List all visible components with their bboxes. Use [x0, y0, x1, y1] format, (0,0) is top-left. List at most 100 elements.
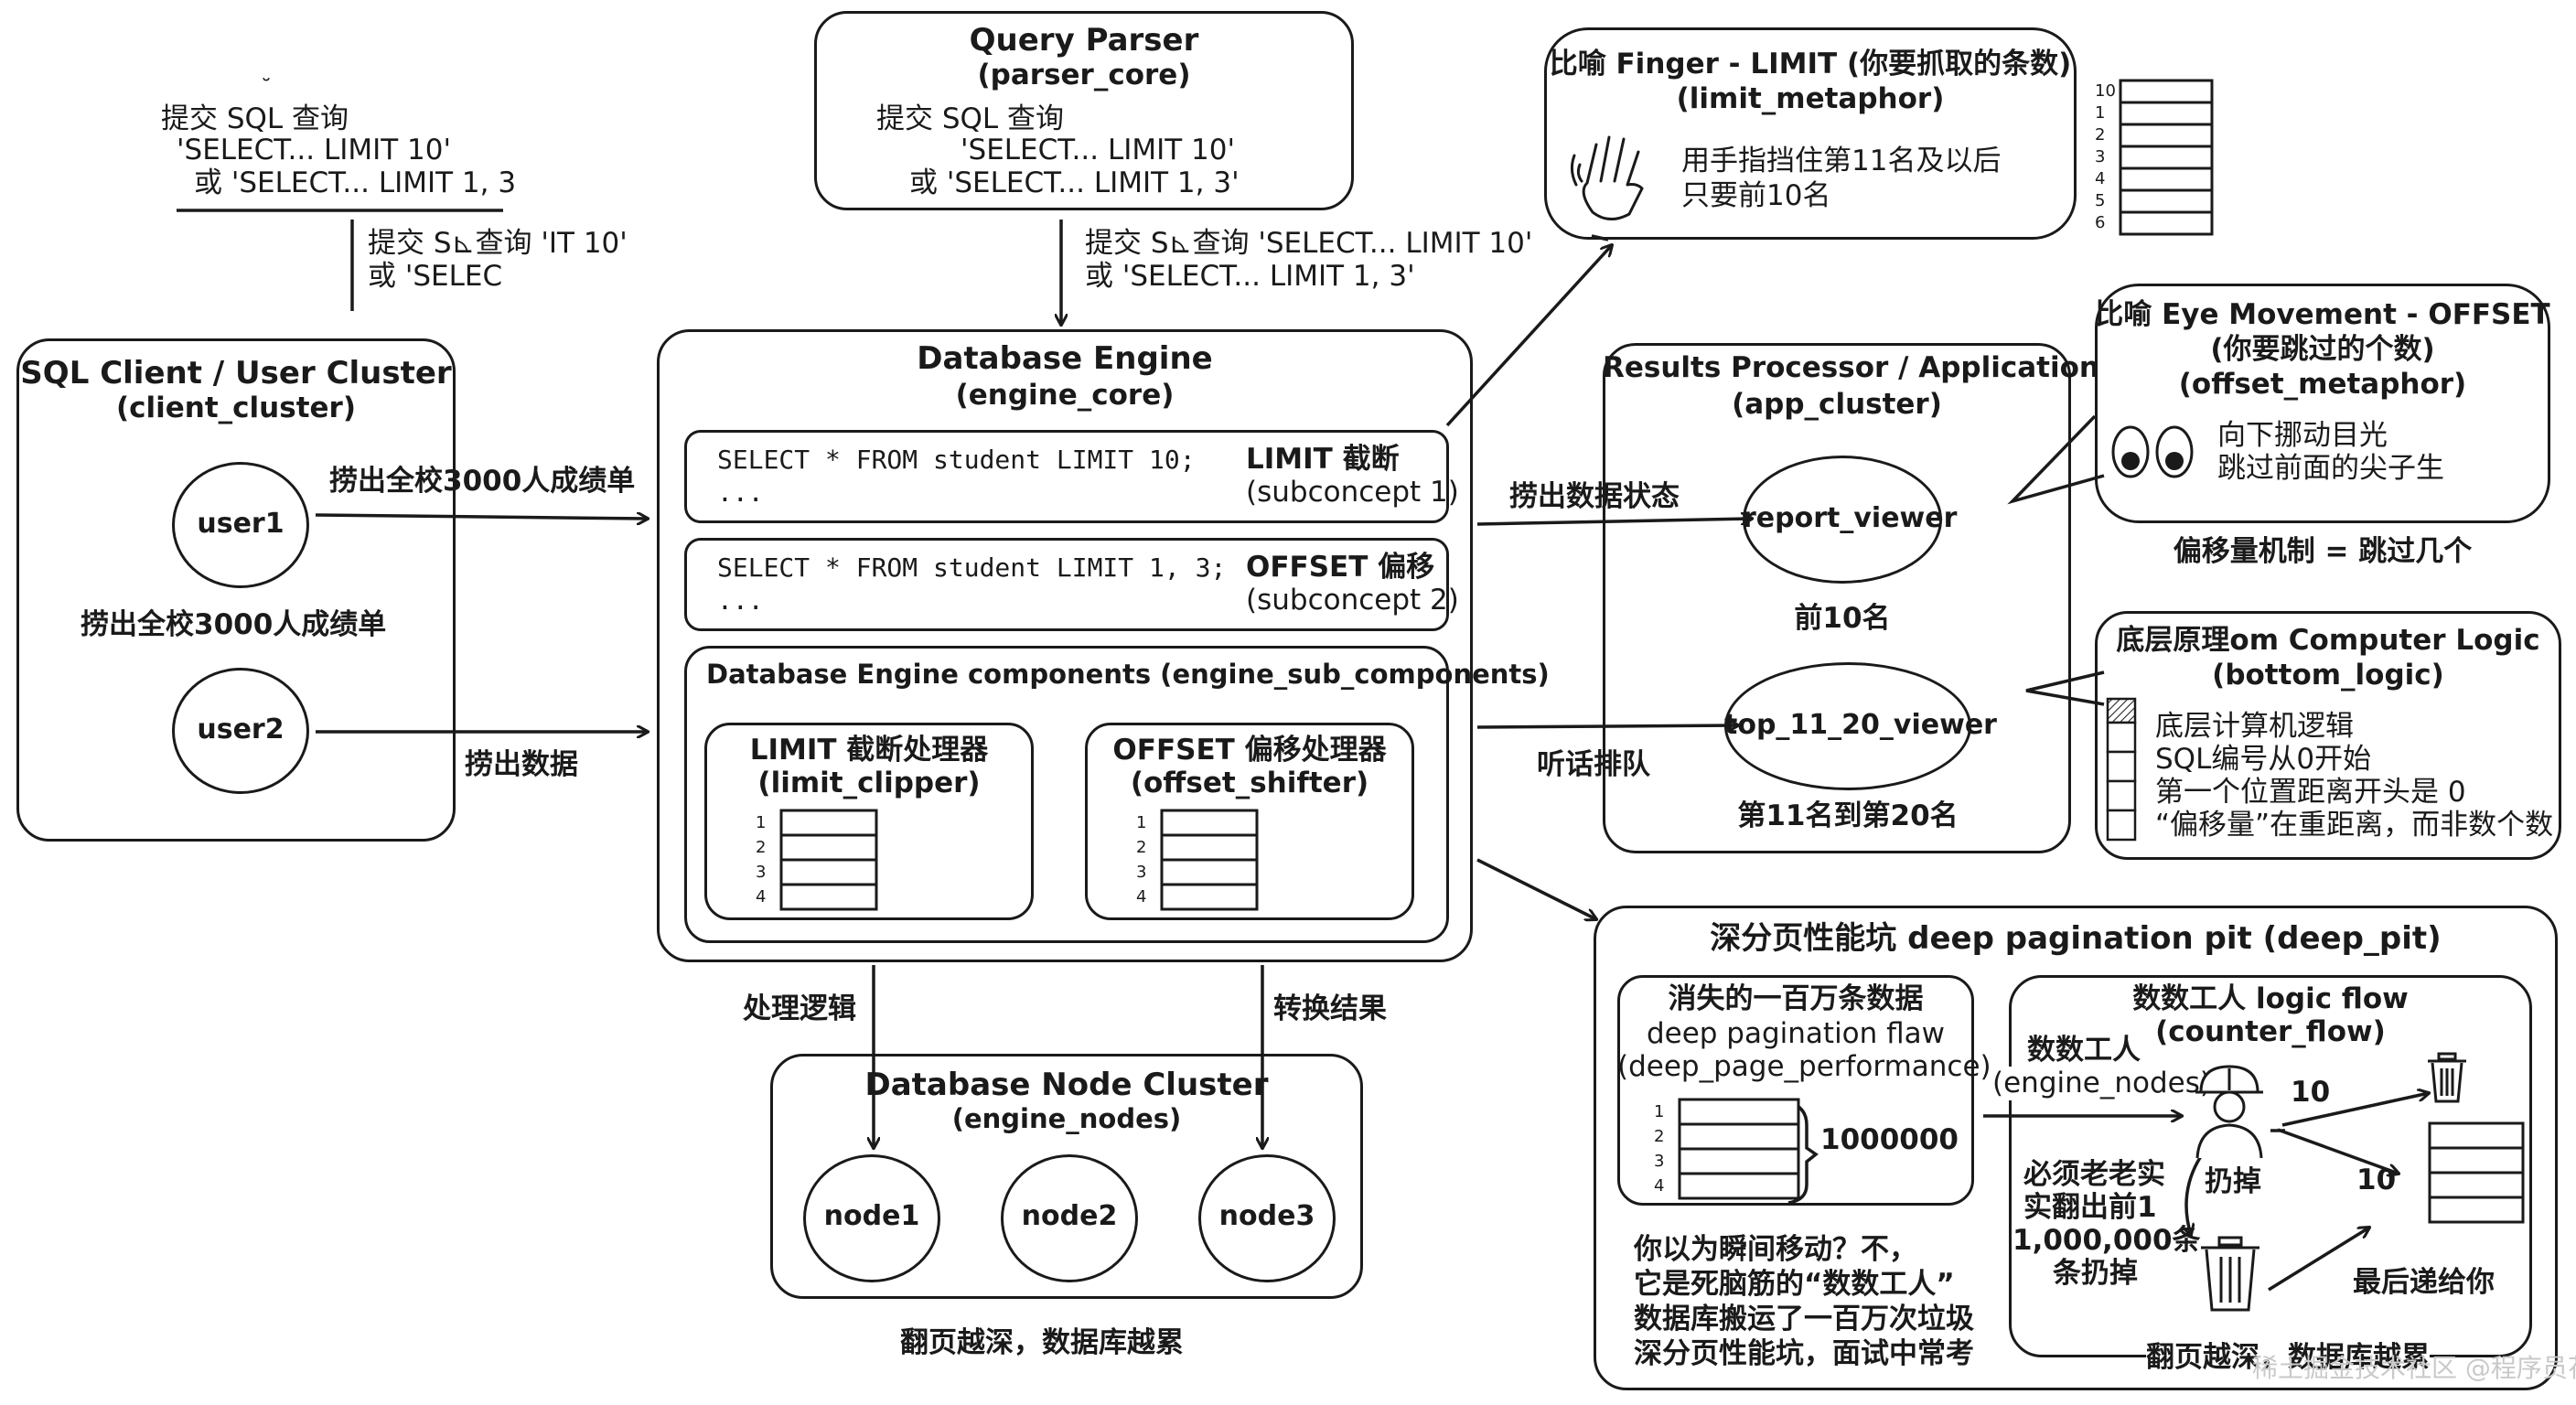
sql-offset-more: ... — [717, 585, 764, 616]
node1 — [803, 1154, 940, 1282]
list-index: 4 — [2095, 169, 2106, 188]
list-index: 3 — [756, 862, 767, 882]
edge-flow-worker-list — [2277, 1128, 2399, 1174]
list-row — [1160, 883, 1259, 911]
list-row — [779, 858, 878, 886]
engine-id: (engine_core) — [955, 379, 1175, 412]
list-row — [779, 833, 878, 862]
client-cluster-box — [16, 338, 456, 842]
deep-note-3: 数据库搬运了一百万次垃圾 — [1634, 1303, 1974, 1335]
list-row — [1678, 1098, 1800, 1126]
deep-note-4: 深分页性能坑，面试中常考 — [1634, 1337, 1974, 1370]
subconcept-2-name: OFFSET 偏移 — [1246, 551, 1435, 584]
parser-line-1: 提交 SQL 查询 — [876, 102, 1065, 135]
components-title: Database Engine components (engine_sub_c… — [706, 659, 1550, 690]
list-row — [1160, 833, 1259, 862]
flow-title: 数数工人 logic flow — [2132, 982, 2409, 1015]
user1-node — [172, 462, 309, 588]
bottom-line-3: 第一个位置距离开头是 0 — [2155, 776, 2466, 809]
node2 — [1001, 1154, 1138, 1282]
user1-label: user1 — [197, 508, 284, 540]
edge-obey-queue: 听话排队 — [1537, 748, 1650, 781]
parser-edge-label-2: 或 'SELECT... LIMIT 1, 3' — [1085, 260, 1415, 293]
edge-user1-engine — [315, 515, 648, 519]
subconcept-1-box — [684, 430, 1449, 523]
list-row — [2428, 1121, 2525, 1150]
subconcept-1-name: LIMIT 截断 — [1246, 443, 1400, 476]
note-trunc-1: 提交 S⊾查询 'IT 10' — [368, 227, 628, 260]
edge-user1-label: 捞出全校3000人成绩单 — [329, 465, 636, 498]
deep-note-1: 你以为瞬间移动？不， — [1634, 1233, 1917, 1266]
list-row — [2119, 123, 2214, 148]
results-processor-box — [1603, 343, 2071, 853]
memory-cells-icon — [2106, 697, 2137, 842]
engine-components-box — [684, 646, 1449, 943]
bottom-bubble-tail — [2025, 670, 2105, 706]
finger-id: (limit_metaphor) — [1676, 82, 1945, 115]
flow-must-3: 1,000,000条 — [2012, 1224, 2201, 1257]
flow-ten-mid: 10 — [2356, 1164, 2397, 1196]
limit-clipper-box — [704, 723, 1034, 920]
list-stack — [779, 809, 878, 911]
list-index: 2 — [2095, 125, 2106, 145]
edge-user2-label: 捞出数据 — [465, 748, 578, 781]
list-index: 1 — [2095, 103, 2106, 123]
list-row — [1160, 858, 1259, 886]
list-index: 2 — [1654, 1126, 1665, 1146]
deep-pit-title: 深分页性能坑 deep pagination pit (deep_pit) — [1710, 920, 2442, 957]
list-index: 1 — [756, 812, 767, 832]
node-cluster-title: Database Node Cluster — [864, 1067, 1269, 1103]
list-row — [1678, 1147, 1800, 1175]
edge-engine-deep — [1476, 858, 1596, 919]
node1-label: node1 — [823, 1200, 920, 1232]
flow-must-1: 必须老老实 — [2023, 1158, 2165, 1191]
eye-line-4: 跳过前面的尖子生 — [2217, 452, 2444, 485]
list-row — [2119, 188, 2214, 214]
list-row — [2119, 79, 2214, 104]
edge-engine-report — [1476, 519, 1752, 526]
offset-shifter-name: OFFSET 偏移处理器 — [1112, 734, 1387, 767]
list-row — [1678, 1122, 1800, 1151]
edge-flow-to-trash — [2281, 1093, 2429, 1127]
sql-limit: SELECT * FROM student LIMIT 10; — [717, 445, 1196, 475]
list-stack — [2119, 79, 2214, 236]
list-row — [2428, 1146, 2525, 1174]
top-11-20-viewer-label: top_11_20_viewer — [1724, 709, 1997, 741]
edge-process-logic: 处理逻辑 — [743, 992, 856, 1025]
user2-label: user2 — [197, 713, 284, 745]
node2-label: node2 — [1021, 1200, 1118, 1232]
note-query-1: 'SELECT... LIMIT 10' — [177, 134, 452, 166]
client-title: SQL Client / User Cluster — [20, 355, 452, 391]
note-mark: ˘ — [261, 75, 272, 101]
million-count: 1000000 — [1820, 1123, 1959, 1156]
worker-label: 数数工人 — [2027, 1034, 2141, 1067]
edge-fetch-state: 捞出数据状态 — [1509, 480, 1680, 513]
list-stack — [1678, 1098, 1800, 1200]
engine-title: Database Engine — [917, 340, 1213, 377]
client-id: (client_cluster) — [115, 391, 357, 424]
eye-metaphor-bubble — [2095, 284, 2550, 523]
flow-must-4: 条扔掉 — [2053, 1257, 2138, 1290]
bottom-line-2: SQL编号从0开始 — [2155, 743, 2372, 776]
list-row — [2428, 1171, 2525, 1199]
eye-id: (offset_metaphor) — [2178, 368, 2467, 401]
bottom-logic-bubble — [2095, 611, 2561, 860]
finger-line-1: 用手指挡住第11名及以后 — [1681, 145, 2002, 177]
flow-ten-top: 10 — [2291, 1076, 2331, 1109]
subconcept-1-id: (subconcept 1) — [1246, 476, 1459, 509]
report-viewer-label: report_viewer — [1743, 502, 1958, 534]
edge-engine-top — [1476, 725, 1738, 727]
hand-icon — [1570, 135, 1644, 220]
list-stack — [1160, 809, 1259, 911]
bottom-title: 底层原理om Computer Logic — [2116, 624, 2540, 657]
results-title: Results Processor / Application — [1603, 351, 2099, 384]
node-cluster-caption: 翻页越深，数据库越累 — [900, 1326, 1184, 1359]
database-engine-box — [657, 329, 1473, 962]
parser-line-3: 或 'SELECT... LIMIT 1, 3' — [909, 166, 1240, 199]
watermark: 稀土掘金技术社区 @程序员花萍雨 — [2252, 1353, 2576, 1383]
flaw-title: 消失的一百万条数据 — [1668, 982, 1924, 1015]
parser-title: Query Parser — [969, 22, 1199, 59]
list-row — [2119, 210, 2214, 236]
worker-id: (engine_nodes) — [1992, 1067, 2211, 1101]
finger-line-2: 只要前10名 — [1681, 179, 1831, 212]
